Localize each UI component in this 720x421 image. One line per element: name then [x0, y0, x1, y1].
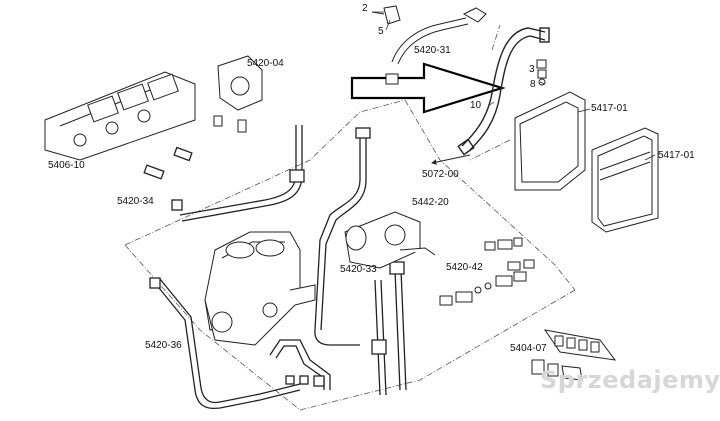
label-5420-36: 5420-36 [145, 340, 182, 351]
pointer-arrow [350, 62, 506, 114]
label-part-10: 10 [470, 100, 482, 111]
label-5420-31: 5420-31 [414, 45, 451, 56]
air-compressor [204, 231, 316, 346]
ecu-5417-01 [514, 91, 659, 233]
pipe-5420-33 [314, 127, 407, 396]
label-5417-01-a: 5417-01 [591, 103, 628, 114]
pipe-5420-34 [143, 125, 305, 222]
hose-10 [457, 27, 550, 156]
label-part-8: 8 [530, 79, 536, 90]
label-5417-01-b: 5417-01 [658, 150, 695, 161]
valve-5420-04 [213, 55, 263, 133]
label-5420-42: 5420-42 [446, 262, 483, 273]
arrow-5072 [431, 154, 471, 165]
label-part-2: 2 [362, 3, 368, 14]
label-5404-07: 5404-07 [510, 343, 547, 354]
top-parts [371, 5, 487, 85]
watermark-logo: Sprzedajemypl [540, 366, 720, 394]
label-5420-34: 5420-34 [117, 196, 154, 207]
label-5406-10: 5406-10 [48, 160, 85, 171]
pipe-5420-36 [149, 277, 331, 410]
fittings-3-8 [536, 59, 547, 86]
parts-5420-42 [439, 237, 535, 306]
label-5420-04: 5420-04 [247, 58, 284, 69]
label-5072-00: 5072-00 [422, 169, 459, 180]
leader-lines [124, 24, 576, 411]
leader-ticks [372, 11, 656, 161]
watermark-text: Sprzedajemy [540, 366, 720, 394]
compressor-5442-20 [344, 211, 436, 269]
parts-5404-07 [531, 329, 617, 381]
label-part-5: 5 [378, 26, 384, 37]
label-5442-20: 5442-20 [412, 197, 449, 208]
cylinder-head-5406-10 [44, 71, 196, 161]
label-part-3: 3 [529, 64, 535, 75]
label-5420-33: 5420-33 [340, 264, 377, 275]
